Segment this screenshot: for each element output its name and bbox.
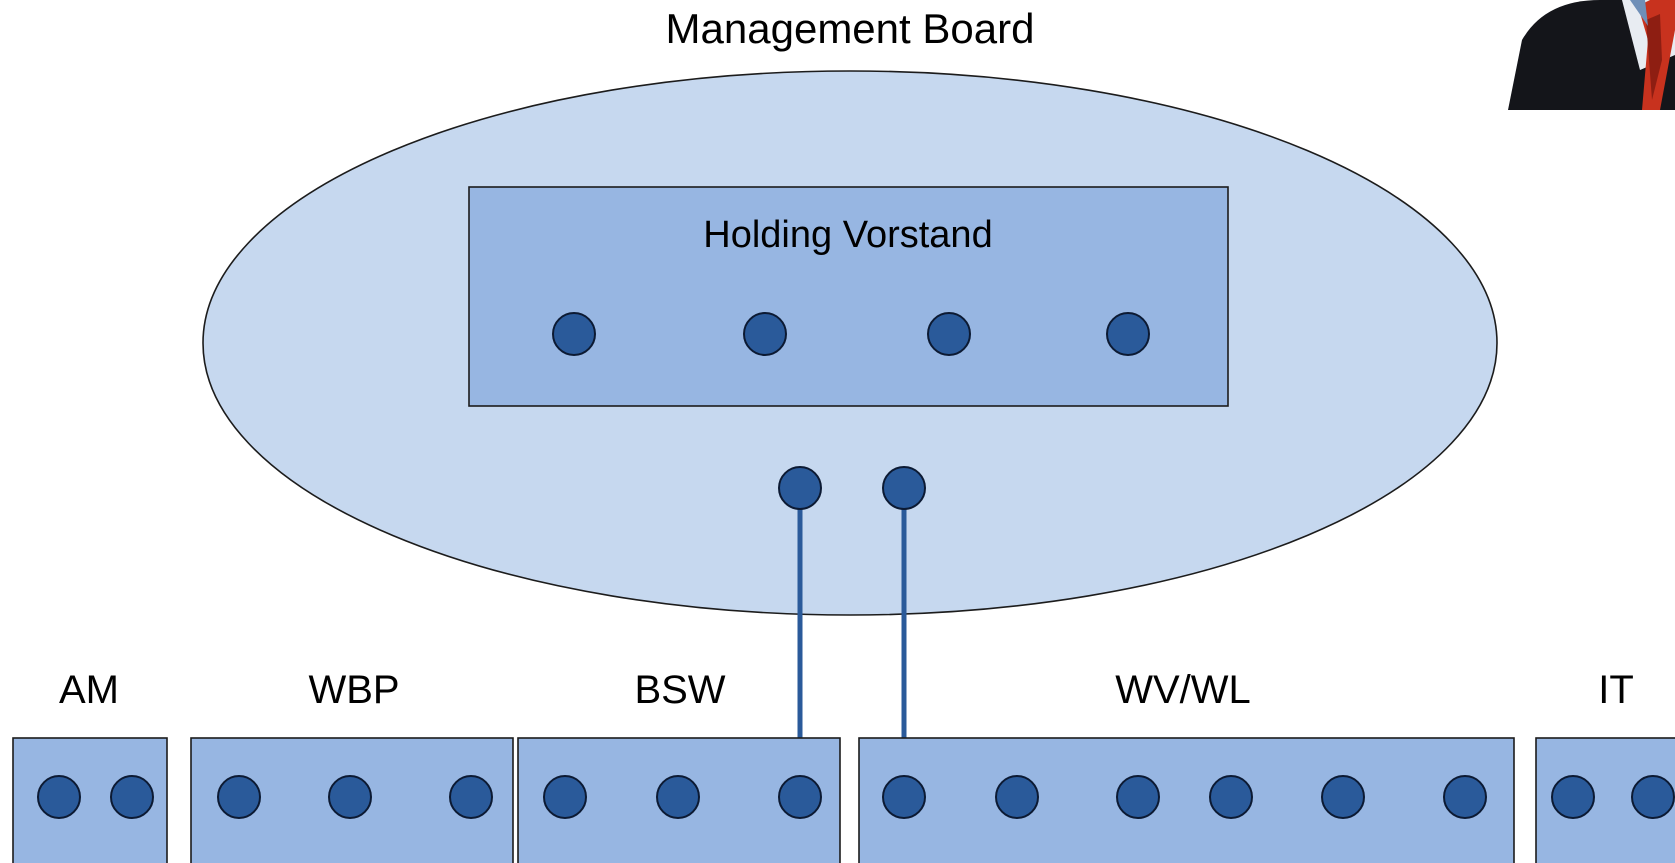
division-label-wv-wl: WV/WL <box>1115 668 1251 712</box>
holding-member-1 <box>552 312 596 356</box>
division-label-am: AM <box>59 668 119 712</box>
wv-wl-member-3 <box>1116 775 1160 819</box>
wbp-member-1 <box>217 775 261 819</box>
division-box-wv-wl <box>858 737 1515 863</box>
am-member-2 <box>110 775 154 819</box>
bsw-member-2 <box>656 775 700 819</box>
holding-vorstand-title: Holding Vorstand <box>703 214 992 256</box>
holding-member-2 <box>743 312 787 356</box>
wv-wl-member-1 <box>882 775 926 819</box>
wv-wl-member-2 <box>995 775 1039 819</box>
wv-wl-member-5 <box>1321 775 1365 819</box>
it-member-1 <box>1551 775 1595 819</box>
management-board-member-1 <box>778 466 822 510</box>
division-label-it: IT <box>1598 668 1634 712</box>
wv-wl-member-4 <box>1209 775 1253 819</box>
wv-wl-member-6 <box>1443 775 1487 819</box>
bsw-member-3 <box>778 775 822 819</box>
holding-member-4 <box>1106 312 1150 356</box>
wbp-member-2 <box>328 775 372 819</box>
division-label-wbp: WBP <box>308 668 399 712</box>
wbp-member-3 <box>449 775 493 819</box>
holding-member-3 <box>927 312 971 356</box>
bsw-member-1 <box>543 775 587 819</box>
management-board-member-2 <box>882 466 926 510</box>
person-photo-icon <box>1508 0 1675 110</box>
holding-vorstand-box <box>468 186 1229 407</box>
division-label-bsw: BSW <box>634 668 725 712</box>
am-member-1 <box>37 775 81 819</box>
it-member-2 <box>1631 775 1675 819</box>
management-board-title: Management Board <box>666 5 1035 52</box>
